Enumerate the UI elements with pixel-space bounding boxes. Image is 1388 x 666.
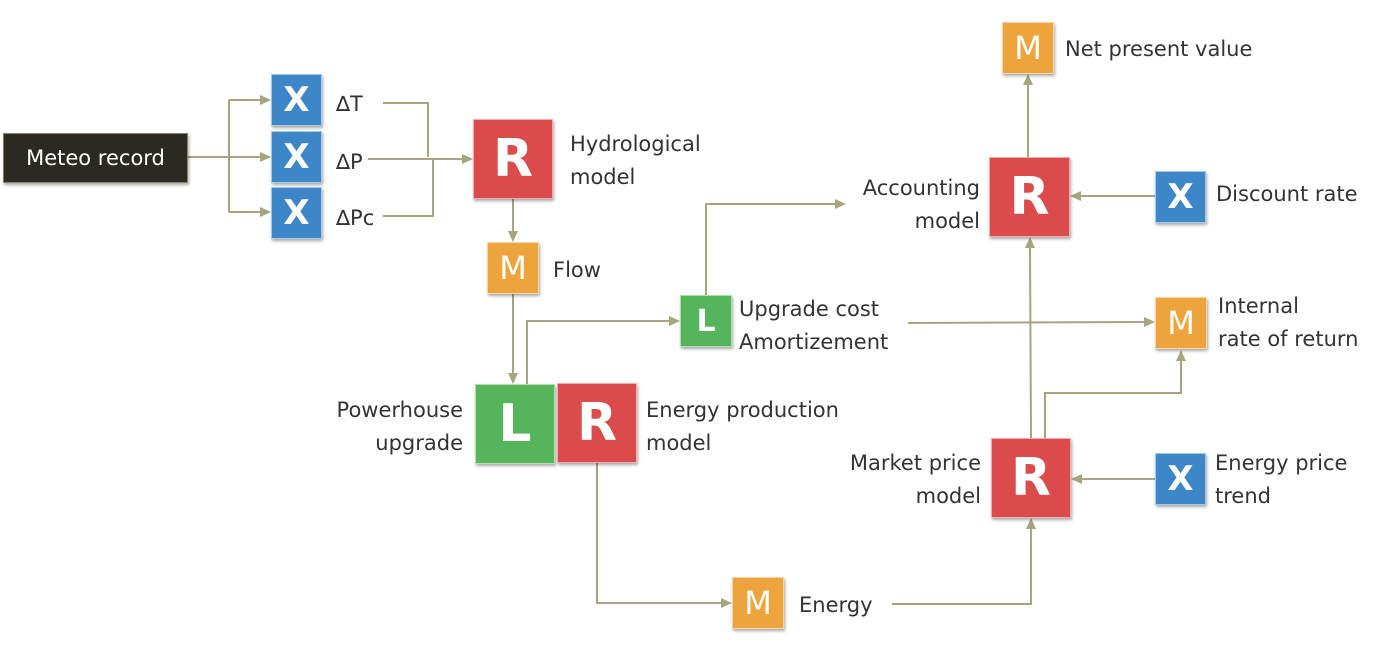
connector-energy-model-to-energy	[596, 463, 722, 604]
arrowhead	[1070, 191, 1081, 201]
accounting-model-label: Accounting model	[820, 172, 980, 238]
r-tile-market-price-model: R	[991, 438, 1071, 518]
arrowhead	[462, 154, 473, 164]
market-price-model-label-line1: Market price	[849, 451, 981, 475]
x-tile-delta-p: X	[271, 131, 322, 183]
hydrological-model-label: Hydrological model	[570, 128, 701, 194]
m-tile-internal-rate-of-return: M	[1155, 297, 1207, 349]
energy-production-model-label: Energy production model	[646, 394, 839, 460]
discount-rate-label: Discount rate	[1216, 182, 1358, 206]
arrowhead	[260, 207, 271, 217]
meteo-record-box: Meteo record	[3, 133, 188, 183]
connector-powerhouse-to-upgrade-cost	[526, 320, 670, 384]
arrowhead	[1071, 474, 1082, 484]
arrowhead	[508, 231, 518, 242]
accounting-model-label-line1: Accounting	[862, 176, 980, 200]
net-present-value-label: Net present value	[1065, 37, 1253, 61]
m-tile-flow: M	[487, 242, 539, 294]
connector-market-to-accounting	[1029, 246, 1032, 439]
r-tile-accounting-model: R	[989, 157, 1070, 237]
delta-pc-label: ∆Pc	[336, 206, 375, 230]
flow-label: Flow	[553, 258, 601, 282]
upgrade-cost-label-line1: Upgrade cost	[739, 297, 880, 321]
connector-meteo-to-inputs	[188, 99, 262, 213]
energy-price-trend-label-line2: trend	[1215, 484, 1271, 508]
connector-upgrade-cost-to-irr	[907, 321, 1146, 324]
r-tile-energy-production-model: R	[557, 383, 637, 463]
market-price-model-label-line2: model	[915, 484, 981, 508]
x-tile-discount-rate: X	[1155, 171, 1206, 223]
arrowhead	[1176, 350, 1186, 361]
arrowhead	[260, 95, 271, 105]
energy-price-trend-label-line1: Energy price	[1215, 451, 1348, 475]
hydrological-model-label-line1: Hydrological	[570, 132, 701, 156]
x-tile-delta-t: X	[271, 74, 322, 126]
m-tile-energy: M	[732, 577, 784, 629]
x-tile-energy-price-trend: X	[1155, 453, 1206, 505]
arrowhead	[669, 316, 680, 326]
l-tile-upgrade-cost: L	[680, 295, 732, 347]
internal-rate-of-return-label-line2: rate of return	[1218, 327, 1359, 351]
upgrade-cost-label-line2: Amortizement	[739, 330, 889, 354]
connector-deltas-to-hydro	[368, 102, 463, 217]
accounting-model-label-line2: model	[914, 209, 980, 233]
powerhouse-upgrade-label: Powerhouse upgrade	[300, 394, 463, 460]
arrowhead	[1025, 237, 1035, 248]
powerhouse-upgrade-label-line1: Powerhouse	[336, 398, 463, 422]
hydrological-model-label-line2: model	[570, 165, 636, 189]
x-tile-delta-pc: X	[271, 187, 322, 239]
internal-rate-of-return-label-line1: Internal	[1218, 294, 1299, 318]
arrowhead	[721, 598, 732, 608]
arrowhead	[1026, 518, 1036, 529]
delta-t-label: ∆T	[336, 92, 363, 116]
upgrade-cost-label: Upgrade cost Amortizement	[739, 293, 888, 359]
energy-production-model-label-line2: model	[646, 431, 712, 455]
m-tile-net-present-value: M	[1002, 22, 1054, 74]
arrowhead	[260, 152, 271, 162]
delta-p-label: ∆P	[336, 150, 363, 174]
arrowhead	[1144, 317, 1155, 327]
powerhouse-upgrade-label-line2: upgrade	[375, 431, 463, 455]
r-tile-hydrological-model: R	[473, 119, 553, 199]
l-tile-powerhouse-upgrade: L	[475, 384, 555, 464]
arrowhead	[508, 373, 518, 384]
internal-rate-of-return-label: Internal rate of return	[1218, 290, 1358, 356]
arrowhead	[1023, 74, 1033, 85]
connector-upgrade-cost-to-accounting	[705, 203, 836, 295]
meteo-record-label: Meteo record	[26, 146, 165, 170]
market-price-model-label: Market price model	[800, 447, 981, 513]
connector-energy-to-market	[892, 528, 1032, 605]
arrowhead	[835, 199, 846, 209]
energy-production-model-label-line1: Energy production	[646, 398, 839, 422]
energy-price-trend-label: Energy price trend	[1215, 447, 1347, 513]
connector-market-to-irr	[1044, 360, 1182, 438]
energy-label: Energy	[799, 593, 873, 617]
